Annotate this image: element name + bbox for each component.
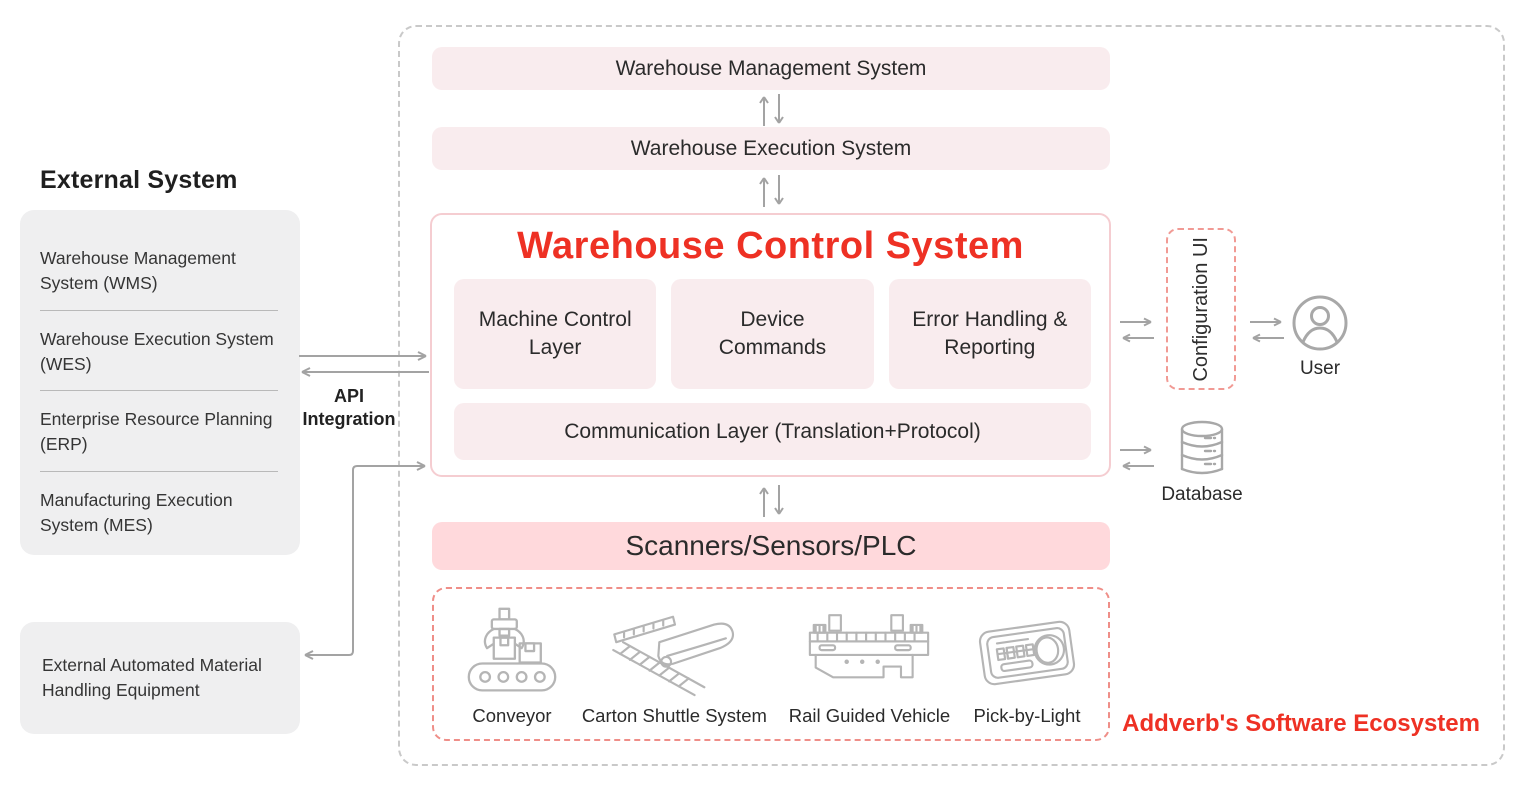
machine-control-layer-box: Machine Control Layer xyxy=(454,279,657,389)
device-label: Rail Guided Vehicle xyxy=(788,705,951,726)
bidirectional-arrows-config-user xyxy=(1250,317,1284,343)
wms-bar-label: Warehouse Management System xyxy=(615,56,927,80)
bidirectional-arrows-wcs-database xyxy=(1120,445,1154,471)
wes-bar: Warehouse Execution System xyxy=(432,127,1110,170)
updown-arrows-wcs-scanners xyxy=(759,485,784,517)
wes-bar-label: Warehouse Execution System xyxy=(630,136,912,160)
device-pick-by-light: Pick-by-Light xyxy=(972,607,1082,727)
user-label: User xyxy=(1299,358,1341,379)
external-system-erp: Enterprise Resource Planning (ERP) xyxy=(40,409,273,455)
user-icon xyxy=(1292,295,1348,351)
rail-guided-vehicle-icon xyxy=(809,614,930,679)
wcs-title: Warehouse Control System xyxy=(517,225,1024,267)
divider xyxy=(40,390,278,392)
configuration-ui-box: Configuration UI xyxy=(1166,228,1236,390)
user-node: User xyxy=(1279,294,1361,380)
device-carton-shuttle: Carton Shuttle System xyxy=(582,605,767,727)
device-label: Pick-by-Light xyxy=(973,705,1081,726)
device-conveyor: Conveyor xyxy=(464,605,560,727)
database-label: Database xyxy=(1161,484,1243,505)
device-label: Carton Shuttle System xyxy=(581,705,767,726)
communication-layer-box: Communication Layer (Translation+Protoco… xyxy=(454,403,1091,460)
external-systems-panel: Warehouse Management System (WMS) Wareho… xyxy=(20,210,300,555)
external-system-wms: Warehouse Management System (WMS) xyxy=(40,248,236,293)
external-system-wes: Warehouse Execution System (WES) xyxy=(40,328,274,374)
scanners-sensors-plc-bar: Scanners/Sensors/PLC xyxy=(432,522,1110,570)
ecosystem-boundary xyxy=(398,25,1505,766)
updown-arrows-wms-wes xyxy=(759,94,784,126)
wcs-modules-row: Machine Control Layer Device Commands Er… xyxy=(454,279,1091,389)
carton-shuttle-icon xyxy=(612,615,735,697)
database-node: Database xyxy=(1150,420,1254,506)
device-commands-box: Device Commands xyxy=(671,279,874,389)
external-system-title: External System xyxy=(40,166,238,194)
ecosystem-label: Addverb's Software Ecosystem xyxy=(1122,710,1480,737)
divider xyxy=(40,309,278,311)
bidirectional-arrows-wcs-config xyxy=(1120,317,1154,343)
error-handling-box: Error Handling & Reporting xyxy=(888,279,1091,389)
database-icon xyxy=(1180,420,1224,475)
scanners-bar-label: Scanners/Sensors/PLC xyxy=(625,530,917,561)
warehouse-control-system-box: Warehouse Control System Machine Control… xyxy=(430,213,1111,477)
external-system-mes: Manufacturing Execution System (MES) xyxy=(40,490,233,535)
device-label: Conveyor xyxy=(472,705,552,726)
configuration-ui-label: Configuration UI xyxy=(1190,236,1212,382)
external-equipment-label: External Automated Material Handling Equ… xyxy=(42,655,262,700)
divider xyxy=(40,471,278,473)
conveyor-icon xyxy=(467,607,557,692)
wms-bar: Warehouse Management System xyxy=(432,47,1110,90)
api-integration-label: API Integration xyxy=(302,386,396,429)
external-equipment-panel: External Automated Material Handling Equ… xyxy=(20,622,300,734)
device-rail-guided-vehicle: Rail Guided Vehicle xyxy=(789,609,950,727)
elbow-arrow-equipment-wcs xyxy=(304,461,426,660)
pick-by-light-icon xyxy=(978,620,1076,686)
equipment-devices-box: Conveyor Carton Shuttle System xyxy=(432,587,1110,741)
bidirectional-arrows-external-wcs xyxy=(299,351,429,377)
updown-arrows-wes-wcs xyxy=(759,175,784,207)
